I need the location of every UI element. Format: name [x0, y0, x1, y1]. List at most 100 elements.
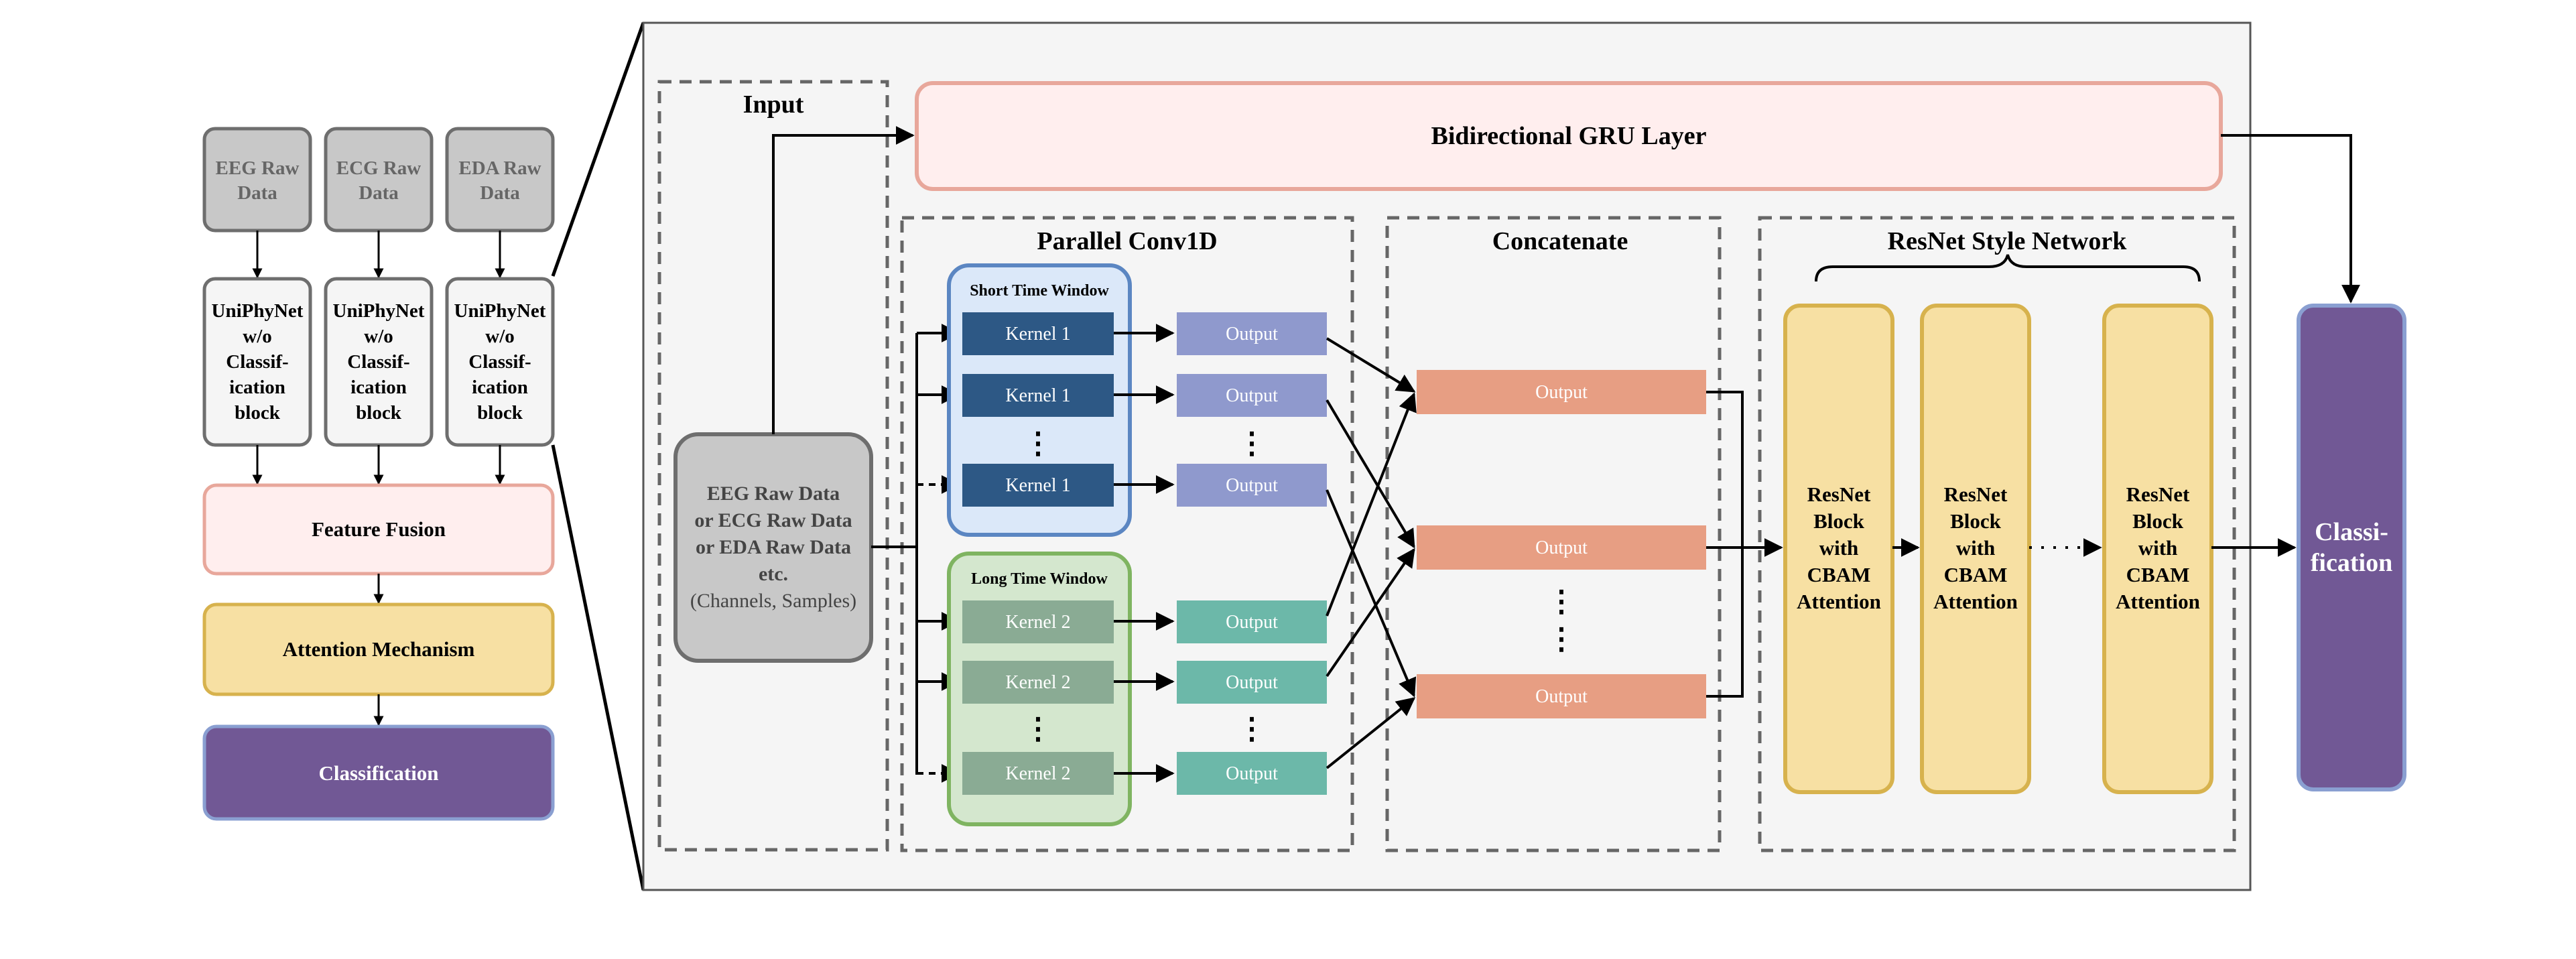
svg-text:Attention: Attention [1933, 590, 2018, 613]
long-time-window-label: Long Time Window [971, 570, 1108, 588]
long-output-c [1177, 752, 1327, 795]
svg-text:with: with [2138, 536, 2178, 560]
kernel-1a-label: Kernel 1 [1005, 324, 1070, 344]
kernel-2c-label: Kernel 2 [1005, 763, 1070, 784]
svg-text:block: block [477, 402, 523, 424]
concat-output-c [1417, 674, 1706, 718]
concat-output-a-label: Output [1535, 382, 1588, 403]
overview-panel: EEG Raw Data ECG Raw Data EDA Raw Data U… [202, 127, 555, 821]
uniphy-ecg: UniPhyNet w/o Classif- ication block [324, 277, 434, 447]
svg-text:UniPhyNet: UniPhyNet [333, 300, 425, 322]
concat-output-a [1417, 370, 1706, 414]
arrow-sa-ca [1326, 337, 1416, 393]
classification-line-1: Classi- [2315, 518, 2388, 546]
svg-text:with: with [1956, 536, 1996, 560]
svg-text:Classif-: Classif- [226, 351, 288, 373]
svg-text:Block: Block [1950, 509, 2002, 533]
concat-output-c-label: Output [1535, 686, 1588, 707]
kernel-1-ellipsis: ⋮ [1023, 427, 1053, 460]
input-title: Input [743, 90, 804, 119]
kernel-1b-label: Kernel 1 [1005, 385, 1070, 406]
arrow-gru-class [2221, 134, 2360, 304]
svg-text:ication: ication [472, 377, 528, 398]
kernel-2-ellipsis: ⋮ [1023, 712, 1053, 745]
kernel-2c [962, 752, 1114, 795]
short-output-c [1177, 464, 1327, 507]
input-line-3: or EDA Raw Data [696, 536, 851, 558]
ecg-raw-line-2: Data [359, 182, 399, 204]
kernel-2a-label: Kernel 2 [1005, 612, 1070, 633]
svg-text:UniPhyNet: UniPhyNet [212, 300, 304, 322]
resnet-block-1: ResNet Block with CBAM Attention [1783, 304, 1894, 794]
svg-text:Classif-: Classif- [468, 351, 531, 373]
concat-output-b [1417, 525, 1706, 570]
resnet-block-2: ResNet Block with CBAM Attention [1920, 304, 2031, 794]
short-output-b-label: Output [1226, 385, 1278, 406]
eda-raw-line-2: Data [480, 182, 520, 204]
zoom-line-bottom [551, 444, 645, 891]
long-output-a [1177, 600, 1327, 643]
svg-text:Block: Block [2132, 509, 2184, 533]
kernel-1c-label: Kernel 1 [1005, 475, 1070, 496]
short-output-b [1177, 374, 1327, 417]
kernel-2a [962, 600, 1114, 643]
long-output-b [1177, 661, 1327, 704]
uniphy-eeg: UniPhyNet w/o Classif- ication block [202, 277, 312, 447]
uniphy-eda: UniPhyNet w/o Classif- ication block [445, 277, 555, 447]
resnet-block-3: ResNet Block with CBAM Attention [2102, 304, 2213, 794]
short-output-c-label: Output [1226, 475, 1278, 496]
classification-box [2297, 304, 2406, 791]
zoom-line-top [551, 22, 645, 277]
svg-text:Classif-: Classif- [347, 351, 409, 373]
svg-text:CBAM: CBAM [1807, 563, 1871, 586]
ecg-raw-line-1: ECG Raw [336, 157, 422, 179]
svg-text:CBAM: CBAM [2126, 563, 2190, 586]
concat-ellipsis-1: ⋮ [1547, 585, 1576, 618]
kernel-1a [962, 312, 1114, 355]
arrow-la-ca [1326, 392, 1417, 617]
concat-output-b-label: Output [1535, 537, 1588, 558]
svg-text:block: block [235, 402, 281, 424]
short-output-ellipsis: ⋮ [1237, 427, 1267, 460]
long-output-ellipsis: ⋮ [1237, 712, 1267, 745]
classification-line-2: fication [2311, 549, 2392, 577]
svg-text:CBAM: CBAM [1944, 563, 2008, 586]
concatenate-title: Concatenate [1492, 227, 1628, 255]
input-line-4: etc. [759, 563, 788, 585]
eeg-raw-box [202, 127, 312, 233]
ecg-raw-box [324, 127, 434, 233]
svg-text:ResNet: ResNet [1944, 483, 2008, 506]
resnet-group [1758, 216, 2236, 852]
feature-fusion-label: Feature Fusion [312, 517, 446, 541]
input-shape: (Channels, Samples) [690, 590, 856, 612]
resnet-title: ResNet Style Network [1888, 227, 2128, 255]
concat-ellipsis-2: ⋮ [1547, 623, 1576, 655]
svg-text:ResNet: ResNet [1807, 483, 1871, 506]
short-output-a-label: Output [1226, 324, 1278, 344]
short-time-window-label: Short Time Window [970, 282, 1109, 300]
svg-text:with: with [1819, 536, 1859, 560]
long-output-a-label: Output [1226, 612, 1278, 633]
long-output-b-label: Output [1226, 672, 1278, 693]
classification-box-left [202, 724, 555, 821]
svg-text:ResNet: ResNet [2126, 483, 2190, 506]
kernel-1c [962, 464, 1114, 507]
eeg-raw-line-1: EEG Raw [216, 157, 300, 179]
eeg-raw-line-2: Data [237, 182, 277, 204]
arrow-lb-cb [1326, 548, 1415, 678]
svg-text:block: block [356, 402, 402, 424]
short-output-a [1177, 312, 1327, 355]
kernel-1b [962, 374, 1114, 417]
arrow-sb-cb [1326, 399, 1415, 549]
input-group [657, 80, 889, 852]
svg-text:w/o: w/o [364, 326, 393, 347]
kernel-2b [962, 661, 1114, 704]
svg-text:Block: Block [1813, 509, 1865, 533]
eda-raw-line-1: EDA Raw [458, 157, 541, 179]
resnet-brace [1815, 254, 2201, 282]
parallel-conv-title: Parallel Conv1D [1037, 227, 1217, 255]
classification-label-left: Classification [318, 761, 438, 785]
arrow-sc-cc [1326, 489, 1417, 698]
input-line-1: EEG Raw Data [707, 483, 840, 505]
